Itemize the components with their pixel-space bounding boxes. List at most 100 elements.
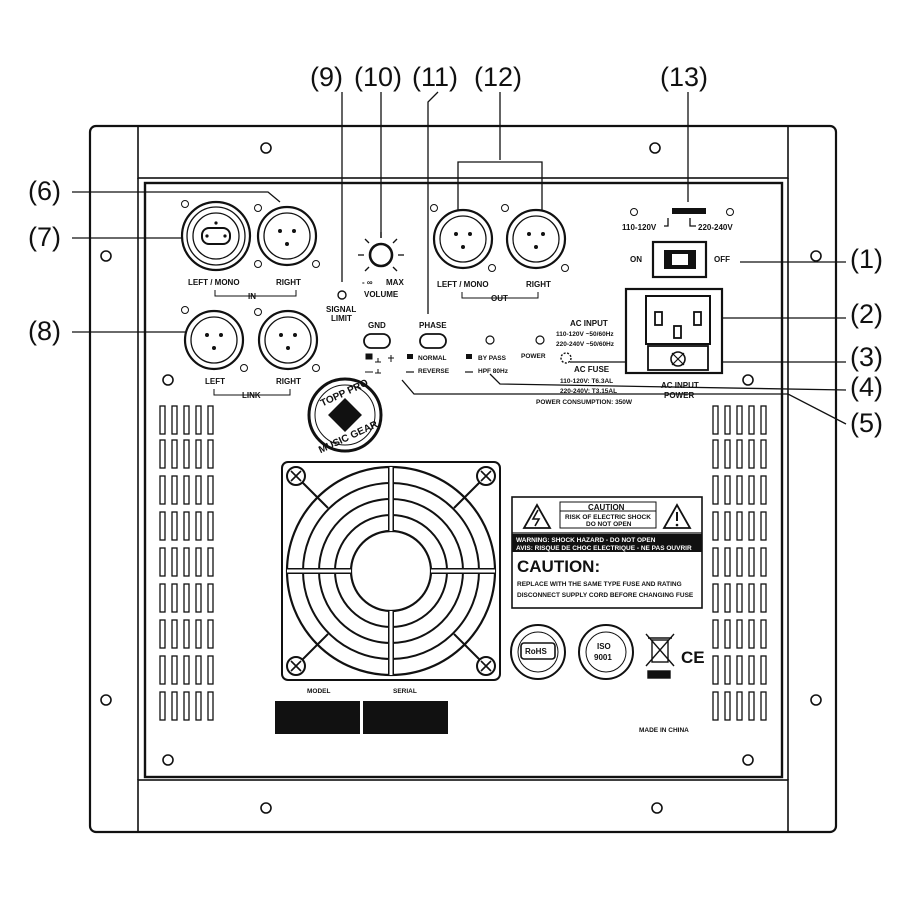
ground-lift-icon	[365, 353, 394, 374]
link-group-label: LINK	[242, 391, 261, 400]
power-on-label: ON	[630, 255, 642, 264]
certifications: RoHS ISO 9001 CE	[510, 624, 705, 680]
caution-line-1: REPLACE WITH THE SAME TYPE FUSE AND RATI…	[517, 581, 682, 588]
power-off-label: OFF	[714, 255, 730, 264]
ac-socket-label-1: AC INPUT	[661, 381, 699, 390]
caution-warning: WARNING: SHOCK HAZARD - DO NOT OPEN	[516, 537, 656, 544]
gnd-label: GND	[368, 321, 386, 330]
power-section: 110-120V 220-240V ON OFF AC INPUT POWER	[622, 208, 734, 400]
phase-switch[interactable]	[419, 333, 447, 349]
signal-limit-label-2: LIMIT	[331, 314, 352, 323]
vent-right	[712, 405, 767, 721]
hpf-led	[485, 335, 495, 345]
model-label: MODEL	[307, 688, 331, 695]
callout-6: (6)	[28, 176, 61, 206]
weee-bin-icon	[645, 633, 675, 679]
power-switch[interactable]	[651, 240, 708, 279]
ac-socket-label-2: POWER	[664, 391, 694, 400]
callout-2: (2)	[850, 299, 883, 329]
xlr-jack-output-left[interactable]	[432, 208, 494, 270]
mounting-holes	[100, 142, 822, 814]
rohs-badge: RoHS	[510, 624, 566, 680]
voltage-selector[interactable]	[672, 208, 706, 214]
volume-max-label: MAX	[386, 278, 404, 287]
power-consumption: POWER CONSUMPTION: 350W	[536, 399, 633, 406]
callout-10: (10)	[354, 62, 402, 92]
ac-socket[interactable]	[624, 287, 724, 375]
callout-9: (9)	[310, 62, 343, 92]
volume-section: - ∞ MAX VOLUME SIGNAL LIMIT	[326, 232, 404, 323]
output-left-mono-label: LEFT / MONO	[437, 280, 489, 289]
input-group-label: IN	[248, 292, 256, 301]
callout-3: (3)	[850, 342, 883, 372]
caution-risk-2: DO NOT OPEN	[586, 521, 632, 528]
signal-limit-label-1: SIGNAL	[326, 305, 356, 314]
gnd-switch[interactable]	[363, 333, 391, 349]
serial-box	[363, 701, 448, 734]
ac-fuse-title: AC FUSE	[574, 365, 610, 374]
output-group-label: OUT	[491, 294, 508, 303]
voltage-110-label: 110-120V	[622, 223, 657, 232]
callout-1: (1)	[850, 244, 883, 274]
serial-label: SERIAL	[393, 688, 417, 695]
callout-7: (7)	[28, 222, 61, 252]
callout-11: (11)	[412, 62, 458, 92]
input-section: LEFT / MONO RIGHT IN	[180, 200, 320, 301]
xlr-jack-link-left[interactable]	[183, 309, 245, 371]
output-section: LEFT / MONO RIGHT OUT	[430, 204, 569, 303]
phase-normal-label: NORMAL	[418, 355, 447, 362]
ac-fuse-220: 220-240V: T3.15AL	[560, 388, 617, 395]
input-right-label: RIGHT	[276, 278, 301, 287]
fan-grille	[281, 461, 501, 681]
shock-warning-icon	[522, 503, 552, 529]
callout-5: (5)	[850, 408, 883, 438]
callout-8: (8)	[28, 316, 61, 346]
brand-logo-icon	[328, 398, 362, 432]
callout-4: (4)	[850, 372, 883, 402]
input-left-mono-label: LEFT / MONO	[188, 278, 240, 287]
xlr-jack-link-right[interactable]	[257, 309, 319, 371]
ce-mark: CE	[681, 648, 705, 667]
iso-badge: ISO 9001	[578, 624, 634, 680]
phase-reverse-label: REVERSE	[418, 368, 450, 375]
iso-text-2: 9001	[594, 653, 612, 662]
model-box	[275, 701, 360, 734]
output-right-label: RIGHT	[526, 280, 551, 289]
xlr-jack-output-right[interactable]	[505, 208, 567, 270]
brand-badge: TOPP PRO MUSIC GEAR	[307, 377, 383, 456]
link-right-label: RIGHT	[276, 377, 301, 386]
vent-left	[159, 405, 214, 721]
volume-knob[interactable]	[358, 232, 404, 272]
phase-label: PHASE	[419, 321, 447, 330]
rohs-text: RoHS	[525, 647, 547, 656]
callout-13: (13)	[660, 62, 708, 92]
iso-text-1: ISO	[597, 642, 611, 651]
callout-12: (12)	[474, 62, 522, 92]
xlr-jack-input-right[interactable]	[256, 205, 318, 267]
link-section: LEFT RIGHT LINK	[181, 306, 320, 400]
combo-jack-left-mono[interactable]	[180, 200, 252, 272]
hpf-label: HPF 80Hz	[478, 368, 509, 375]
link-left-label: LEFT	[205, 377, 225, 386]
volume-min-label: - ∞	[362, 278, 373, 287]
ac-input-title: AC INPUT	[570, 319, 608, 328]
fuse-icon	[560, 352, 572, 364]
caution-label: CAUTION RISK OF ELECTRIC SHOCK DO NOT OP…	[511, 496, 703, 609]
ac-fuse-110: 110-120V: T6.3AL	[560, 378, 613, 385]
power-led	[535, 335, 545, 345]
ac-input-110: 110-120V ~50/60Hz	[556, 331, 614, 338]
voltage-220-label: 220-240V	[698, 223, 733, 232]
model-serial-plate: MODEL SERIAL MADE IN CHINA	[275, 688, 689, 734]
bypass-label: BY PASS	[478, 355, 507, 362]
switch-section: GND PHASE NORMAL REVERSE BY PASS HPF 80H…	[363, 321, 546, 375]
made-in-label: MADE IN CHINA	[639, 727, 689, 734]
ac-input-220: 220-240V ~50/60Hz	[556, 341, 615, 348]
caution-big-title: CAUTION:	[517, 557, 600, 576]
signal-limit-led	[337, 290, 347, 300]
ac-specs: AC INPUT 110-120V ~50/60Hz 220-240V ~50/…	[536, 319, 633, 406]
power-led-label: POWER	[521, 353, 546, 360]
caution-risk-1: RISK OF ELECTRIC SHOCK	[565, 514, 651, 521]
caution-line-2: DISCONNECT SUPPLY CORD BEFORE CHANGING F…	[517, 592, 694, 599]
volume-label: VOLUME	[364, 290, 399, 299]
